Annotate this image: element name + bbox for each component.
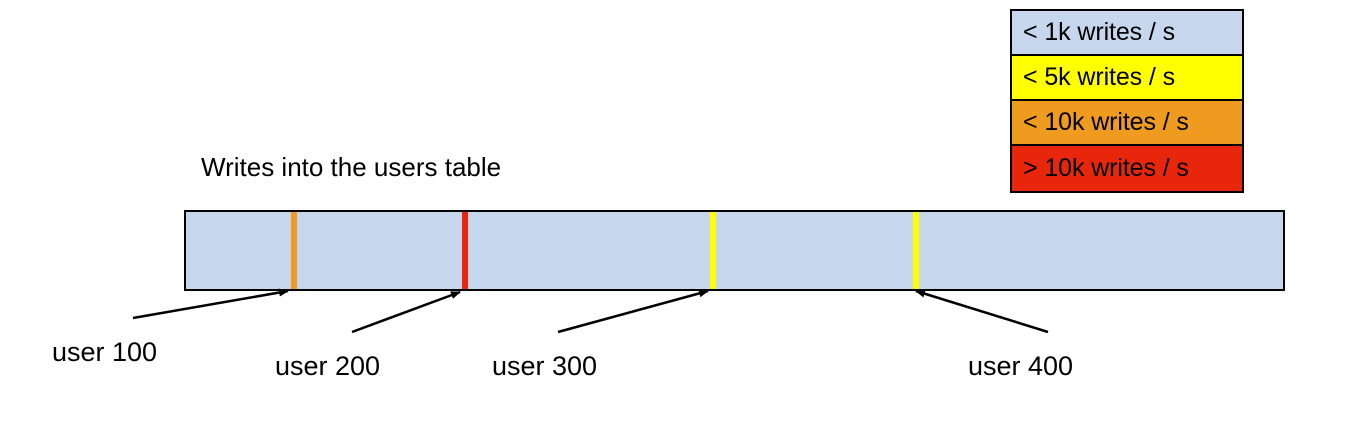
arrow-user-200 xyxy=(351,290,461,334)
legend-row: < 1k writes / s xyxy=(1012,11,1242,56)
stripe-user-400 xyxy=(913,212,919,289)
marker-label-user-400: user 400 xyxy=(968,351,1074,381)
legend-row-label: < 10k writes / s xyxy=(1023,108,1189,136)
legend-row: > 10k writes / s xyxy=(1012,146,1242,191)
legend-row-label: < 1k writes / s xyxy=(1023,18,1176,46)
legend-row-label: > 10k writes / s xyxy=(1023,154,1189,182)
stripe-user-100 xyxy=(291,212,297,289)
marker-label-user-200: user 200 xyxy=(275,351,381,381)
diagram-title: Writes into the users table xyxy=(201,152,502,182)
marker-label-user-100: user 100 xyxy=(52,337,158,367)
legend-row-label: < 5k writes / s xyxy=(1023,63,1176,91)
legend-row: < 10k writes / s xyxy=(1012,101,1242,146)
arrow-user-400 xyxy=(915,289,1049,334)
legend-row: < 5k writes / s xyxy=(1012,56,1242,101)
arrow-user-100 xyxy=(132,288,289,320)
arrow-user-300 xyxy=(557,289,709,334)
stripe-user-200 xyxy=(462,212,468,289)
legend: < 1k writes / s < 5k writes / s < 10k wr… xyxy=(1010,9,1244,193)
marker-label-user-300: user 300 xyxy=(492,351,598,381)
stripe-user-300 xyxy=(710,212,716,289)
users-table-bar xyxy=(184,210,1285,291)
